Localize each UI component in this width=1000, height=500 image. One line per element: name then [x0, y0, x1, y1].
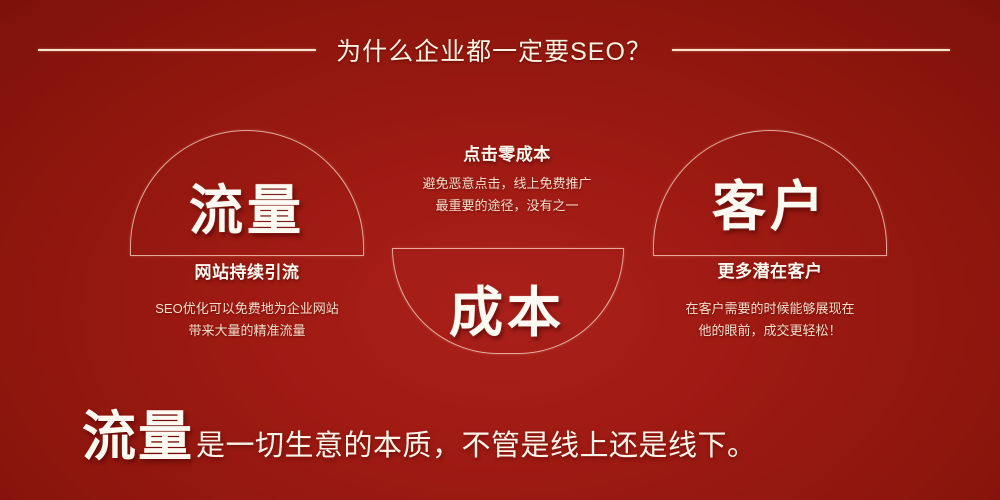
feature-description-traffic-line1: SEO优化可以免费地为企业网站 [155, 301, 339, 316]
feature-description-cost-line1: 避免恶意点击，线上免费推广 [422, 176, 592, 191]
feature-description-traffic-line2: 带来大量的精准流量 [188, 323, 306, 338]
feature-column-cost: 点击零成本 避免恶意点击，线上免费推广 最重要的途径，没有之一 成本 [357, 118, 657, 368]
tagline-lead-word: 流量 [82, 407, 194, 467]
bottom-tagline: 流量 是一切生意的本质，不管是线上还是线下。 [82, 392, 757, 471]
page-title: 为什么企业都一定要SEO？ [336, 38, 652, 66]
feature-description-customer: 在客户需要的时候能够展现在 他的眼前，成交更轻松！ [620, 298, 920, 342]
feature-subhead-customer: 更多潜在客户 [717, 262, 823, 281]
feature-big-word-customer: 客户 [712, 177, 828, 237]
feature-subhead-cost: 点击零成本 [463, 145, 551, 164]
feature-big-word-traffic: 流量 [189, 181, 305, 241]
feature-description-customer-line2: 他的眼前，成交更轻松！ [698, 323, 842, 338]
feature-big-word-cost: 成本 [449, 283, 565, 343]
tagline-rest-text: 是一切生意的本质，不管是线上还是线下。 [196, 430, 757, 462]
feature-columns: 流量 网站持续引流 SEO优化可以免费地为企业网站 带来大量的精准流量 点击零成… [0, 118, 1000, 368]
feature-description-cost-line2: 最重要的途径，没有之一 [435, 198, 579, 213]
feature-subhead-traffic: 网站持续引流 [194, 263, 300, 282]
title-rule-left [38, 49, 317, 51]
feature-column-customer: 客户 更多潜在客户 在客户需要的时候能够展现在 他的眼前，成交更轻松！ [620, 118, 920, 368]
title-rule-right [671, 49, 950, 51]
feature-description-traffic: SEO优化可以免费地为企业网站 带来大量的精准流量 [97, 298, 397, 342]
feature-column-traffic: 流量 网站持续引流 SEO优化可以免费地为企业网站 带来大量的精准流量 [97, 118, 397, 368]
feature-description-cost: 避免恶意点击，线上免费推广 最重要的途径，没有之一 [357, 173, 657, 217]
feature-description-customer-line1: 在客户需要的时候能够展现在 [685, 301, 855, 316]
poster-header: 为什么企业都一定要SEO？ [0, 26, 1000, 74]
